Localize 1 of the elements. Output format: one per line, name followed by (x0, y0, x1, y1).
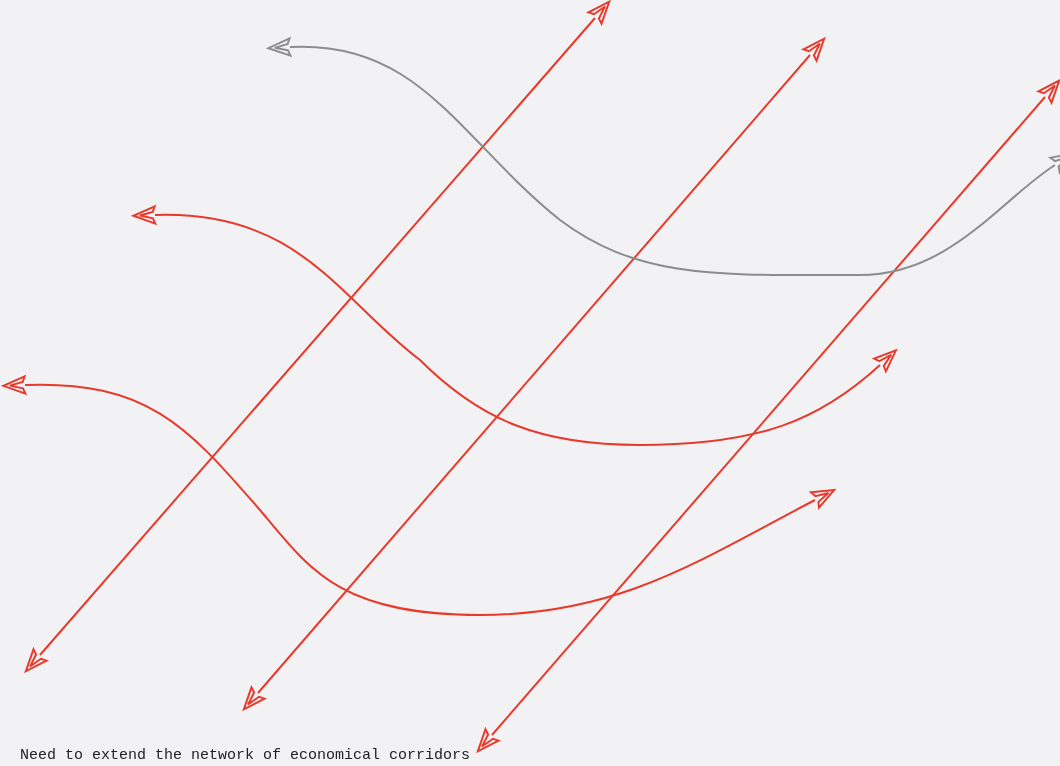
caption: Need to extend the network of economical corridors (20, 748, 471, 764)
